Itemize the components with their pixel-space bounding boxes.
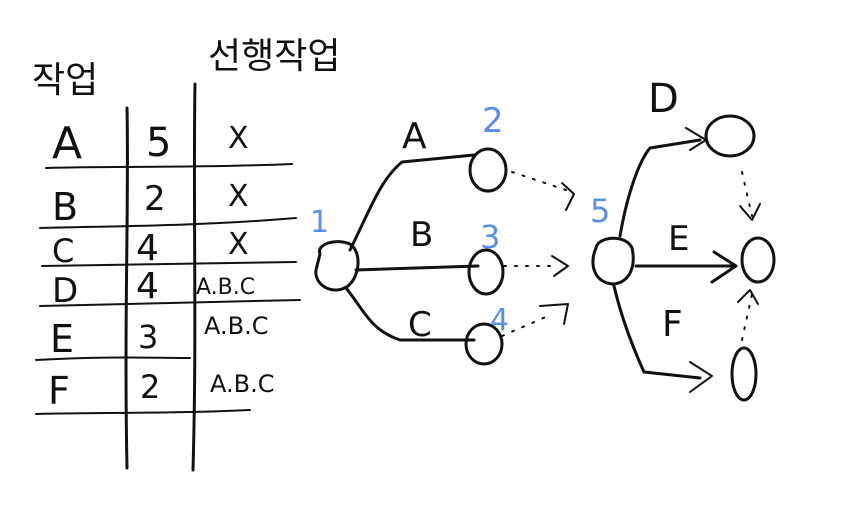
- prereq-value: A.B.C: [210, 370, 274, 398]
- table-row-b: B 2 X: [52, 179, 249, 229]
- dummy-edge-f-end: [741, 293, 753, 341]
- node-f-end: [730, 346, 758, 402]
- edge-c: [344, 286, 476, 342]
- node-3: [467, 248, 505, 296]
- table-hline-6: [35, 409, 251, 415]
- activity-network: 1 2 3 4 5 A B C D E F: [310, 76, 776, 402]
- duration-value: 2: [144, 179, 166, 219]
- table-hline-1: [45, 163, 293, 169]
- dummy-edge-2-5: [511, 171, 567, 191]
- edge-label-d: D: [648, 76, 679, 122]
- node-end: [740, 236, 776, 284]
- edge-a: [348, 153, 476, 252]
- table-vline-2: [191, 82, 197, 472]
- node-label-1: 1: [310, 205, 329, 240]
- duration-value: 2: [140, 368, 160, 406]
- table-hline-3: [41, 261, 297, 267]
- table-row-a: A 5 X: [52, 118, 249, 169]
- header-task: 작업: [32, 60, 98, 101]
- prereq-value: X: [228, 121, 249, 156]
- task-label: E: [50, 317, 74, 361]
- node-5: [591, 236, 635, 286]
- node-label-2: 2: [482, 101, 504, 141]
- node-1: [314, 240, 360, 292]
- table-row-d: D 4 A.B.C: [52, 266, 255, 311]
- arrowhead: [561, 182, 575, 211]
- arrowhead: [737, 289, 759, 305]
- duration-value: 3: [138, 318, 158, 356]
- arrowhead: [739, 203, 761, 221]
- prereq-value: X: [228, 179, 249, 214]
- edge-b: [354, 264, 480, 272]
- edge-label-c: C: [408, 305, 432, 345]
- header-prereq: 선행작업: [208, 36, 340, 77]
- node-4: [464, 322, 504, 366]
- task-label: C: [52, 232, 74, 270]
- table-hline-4: [39, 299, 301, 307]
- table-hline-5: [35, 356, 191, 361]
- task-label: A: [52, 118, 82, 169]
- edge-f: [612, 284, 702, 380]
- node-label-5: 5: [590, 192, 610, 230]
- table-row-c: C 4 X: [52, 227, 249, 270]
- duration-value: 4: [136, 266, 159, 307]
- duration-value: 5: [146, 120, 171, 166]
- arrowhead: [539, 303, 569, 325]
- node-label-4: 4: [490, 303, 509, 338]
- table-row-f: F 2 A.B.C: [48, 368, 274, 413]
- task-label: F: [48, 369, 70, 413]
- edge-d: [618, 138, 702, 238]
- prereq-value: X: [228, 227, 249, 262]
- arrowhead: [689, 361, 713, 393]
- edge-label-a: A: [402, 116, 427, 157]
- node-d-end: [704, 114, 756, 158]
- duration-value: 4: [136, 228, 159, 269]
- dummy-edge-d-end: [741, 171, 753, 217]
- prereq-value: A.B.C: [196, 275, 255, 300]
- task-label: B: [52, 185, 78, 229]
- table-row-e: E 3 A.B.C: [50, 312, 268, 361]
- task-table: 작업 선행작업 A 5 X B 2 X C 4 X D 4 A: [32, 36, 340, 472]
- edge-label-b: B: [410, 215, 433, 255]
- node-2: [468, 147, 508, 193]
- node-label-3: 3: [480, 218, 500, 256]
- edge-label-f: F: [662, 304, 683, 345]
- arrowhead: [551, 255, 569, 277]
- edge-label-e: E: [668, 219, 689, 259]
- arrowhead: [710, 250, 738, 284]
- table-hline-2: [39, 217, 297, 229]
- arrowhead: [685, 127, 707, 151]
- table-vline-1: [124, 106, 129, 470]
- task-label: D: [52, 271, 78, 311]
- prereq-value: A.B.C: [204, 312, 268, 340]
